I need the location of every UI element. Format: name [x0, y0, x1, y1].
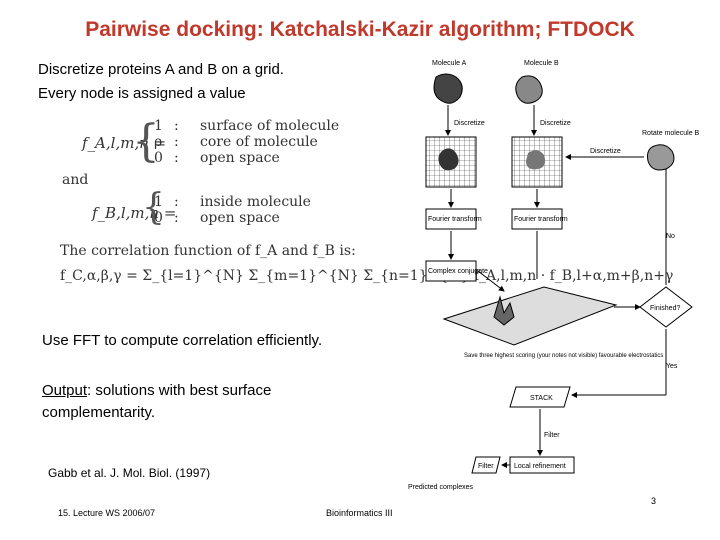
slide-title: Pairwise docking: Katchalski-Kazir algor… — [0, 18, 720, 42]
label-no: No — [666, 233, 675, 240]
label-predicted: Predicted complexes — [408, 484, 473, 491]
formula-a-row: 0:open space — [154, 150, 280, 166]
stack-box — [509, 386, 571, 408]
intro-text: Discretize proteins A and B on a grid. E… — [38, 58, 284, 106]
label-molecule-b: Molecule B — [524, 60, 559, 67]
molecule-b-shape — [515, 75, 543, 104]
complex-box — [425, 260, 477, 282]
label-fourier-a: Fourier transform — [428, 216, 482, 223]
label-refine: Local refinement — [514, 463, 566, 470]
output-text: : solutions with best surface — [87, 382, 272, 399]
label-finished: Finished? — [650, 305, 680, 312]
finished-diamond — [639, 286, 693, 328]
ftdock-flow-diagram: Molecule A Molecule B Discretize Discret… — [408, 60, 700, 491]
formula-a-lhs: f_A,l,m,n = — [82, 134, 167, 152]
formula-b-lhs: f_B,l,m,n = — [92, 204, 177, 222]
correlation-text: The correlation function of f_A and f_B … — [60, 243, 356, 259]
formula-a: f_A,l,m,n = { 1:surface of molecule ρ:co… — [82, 116, 339, 178]
label-filter-box: Filter — [478, 463, 494, 470]
grid-b-molecule — [526, 150, 546, 170]
output-bullet: Output: solutions with best surface comp… — [42, 380, 271, 424]
label-fourier-b: Fourier transform — [514, 216, 568, 223]
filter-box — [471, 456, 501, 474]
intro-line-1: Discretize proteins A and B on a grid. — [38, 61, 284, 78]
and-text: and — [62, 172, 89, 188]
formula-a-row: ρ:core of molecule — [154, 134, 318, 150]
grid-a-molecule — [438, 148, 459, 171]
label-complex: Complex conjugate — [428, 268, 488, 275]
label-filter-edge: Filter — [544, 432, 560, 439]
label-molecule-a: Molecule A — [432, 60, 467, 67]
fourier-box-a — [425, 208, 477, 230]
title-colon: : Katchalski-Kazir algorithm; — [256, 18, 548, 41]
correlation-peak — [493, 295, 515, 326]
title-ftdock: FTDOCK — [547, 18, 635, 41]
formula-b-brace: { — [142, 187, 165, 228]
correlation-surface — [442, 286, 618, 346]
footer-left: 15. Lecture WS 2006/07 — [58, 508, 156, 518]
formula-a-row: 1:surface of molecule — [154, 118, 340, 134]
intro-line-2: Every node is assigned a value — [38, 85, 246, 102]
label-rotate: Rotate molecule B — [642, 130, 700, 137]
page-number: 3 — [651, 496, 657, 506]
label-stack: STACK — [530, 395, 553, 402]
label-discretize-c: Discretize — [590, 148, 621, 155]
formula-b: f_B,l,m,n = { 1:inside molecule 0:open s… — [92, 190, 312, 234]
label-discretize-b: Discretize — [540, 120, 571, 127]
fft-text: Use FFT to compute correlation efficient… — [42, 332, 323, 349]
title-main: Pairwise docking — [85, 18, 257, 41]
footer-center: Bioinformatics III — [326, 508, 393, 518]
label-discretize-a: Discretize — [454, 120, 485, 127]
formula-b-row: 1:inside molecule — [154, 194, 311, 210]
formula-b-row: 0:open space — [154, 210, 280, 226]
output-text-line2: complementarity. — [42, 404, 156, 421]
label-save-note: Save three highest scoring (your notes n… — [464, 353, 663, 359]
molecule-a-shape — [433, 73, 463, 104]
fft-bullet: Use FFT to compute correlation efficient… — [42, 330, 322, 352]
grid-b — [511, 136, 563, 188]
rotated-molecule-shape — [647, 144, 675, 171]
formula-a-brace: { — [132, 116, 160, 167]
fourier-box-b — [511, 208, 563, 230]
citation: Gabb et al. J. Mol. Biol. (1997) — [48, 466, 211, 480]
sum-formula: f_C,α,β,γ = Σ_{l=1}^{N} Σ_{m=1}^{N} Σ_{n… — [60, 268, 674, 284]
label-yes: Yes — [666, 363, 678, 370]
output-label: Output — [42, 382, 88, 399]
